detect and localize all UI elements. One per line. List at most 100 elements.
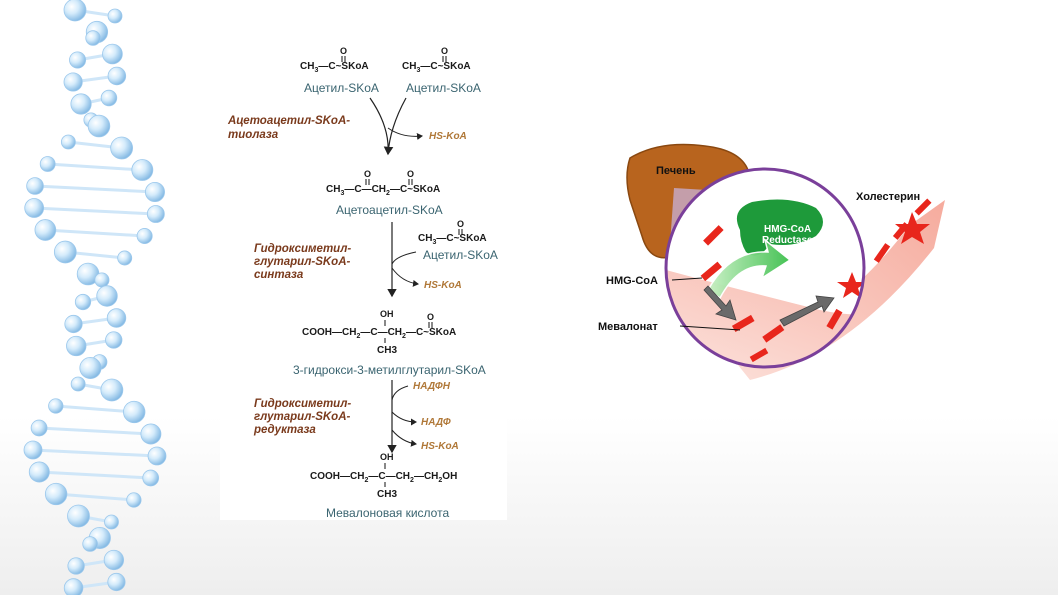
svg-text:CH3—C~SKoA: CH3—C~SKoA (418, 233, 487, 246)
hmg-coa-reductase-enzyme (736, 199, 823, 256)
byproduct-hskoa-2: HS-KoA (424, 280, 462, 291)
dna-node (140, 423, 162, 445)
dna-node (30, 419, 48, 437)
cofactor-nadph: НАДФН (413, 381, 451, 392)
enzyme-synthase-line1: Гидроксиметил- (254, 243, 351, 255)
dna-node (131, 159, 154, 181)
dna-node (104, 514, 119, 530)
dna-node (103, 549, 125, 571)
liver-label: Печень (656, 165, 696, 177)
hmg-scoa: OH COOH—CH2—C—CH2—C~SKoA O CH3 3-гидрокс… (293, 309, 486, 377)
byproduct-hskoa-3: HS-KoA (421, 441, 459, 452)
dna-rung (37, 426, 153, 436)
cholesterol-label: Холестерин (856, 191, 920, 203)
dna-node (26, 177, 44, 195)
dna-node (136, 228, 153, 244)
dna-rung (43, 228, 147, 238)
dna-node (34, 219, 57, 241)
acetyl-scoa-1: CH3—C~SKoA O Ацетил-SKoA (300, 46, 379, 95)
dna-node (60, 134, 76, 150)
hmg-scoa-name: 3-гидрокси-3-метилглутарил-SKoA (293, 363, 486, 377)
enzyme-thiolase-line1: Ацетоацетил-SKoA- (227, 115, 350, 127)
svg-text:OH: OH (380, 309, 394, 319)
dna-node (105, 331, 123, 349)
dna-node (110, 136, 134, 160)
dna-rung (33, 184, 157, 194)
enzyme-synthase-line2: глутарил-SKoA- (254, 256, 350, 268)
enzyme-label-line1: HMG-CoA (764, 224, 811, 235)
enzyme-reductase-line2: глутарил-SKoA- (254, 411, 350, 423)
dna-node (123, 400, 146, 424)
acetyl-scoa-2: CH3—C~SKoA O Ацетил-SKoA (402, 46, 481, 95)
dna-node (144, 181, 165, 203)
dna-node (100, 378, 124, 402)
hmg-coa-label: HMG-CoA (606, 275, 658, 287)
svg-text:OH: OH (380, 452, 394, 462)
mevalonic-acid-name: Мевалоновая кислота (326, 506, 449, 520)
dna-node (82, 536, 98, 552)
dna-node (39, 156, 56, 172)
dna-node (107, 66, 127, 86)
dna-node (107, 572, 126, 592)
dna-node (102, 43, 123, 65)
cholesterol-synthesis-diagram: Печень HMG (598, 143, 945, 380)
svg-text:O: O (407, 169, 414, 179)
enzyme-synthase-line3: синтаза (254, 269, 304, 281)
cholesterol-star (895, 212, 930, 244)
dna-node (24, 198, 45, 218)
dna-node (28, 461, 50, 483)
dna-node (70, 376, 86, 392)
dna-node (106, 308, 127, 328)
cofactor-nadp: НАДФ (421, 417, 451, 428)
acetoacetyl-scoa: CH3—C—CH2—C~SKoA O O Ацетоацетил-SKoA (326, 169, 443, 217)
svg-text:O: O (340, 46, 347, 56)
byproduct-hskoa-1: HS-KoA (429, 131, 467, 142)
dna-node (70, 93, 92, 115)
dna-node (79, 356, 102, 380)
dna-rung (46, 162, 144, 172)
svg-text:COOH—CH2—C—CH2—C~SKoA: COOH—CH2—C—CH2—C~SKoA (302, 327, 456, 340)
dna-node (74, 293, 92, 311)
dna-node (85, 30, 101, 46)
acetyl-scoa-3-name: Ацетил-SKoA (423, 248, 498, 262)
dna-node (96, 285, 118, 307)
svg-text:CH3—C~SKoA: CH3—C~SKoA (402, 61, 471, 74)
dna-node (146, 205, 165, 223)
svg-text:O: O (441, 46, 448, 56)
mevalonate-label: Мевалонат (598, 321, 658, 333)
enzyme-label-line2: Reductase (762, 235, 813, 246)
dna-node (87, 114, 111, 138)
acetyl-scoa-2-name: Ацетил-SKoA (406, 81, 481, 95)
enzyme-thiolase-line2: тиолаза (228, 129, 279, 141)
dna-node (66, 335, 87, 357)
svg-text:COOH—CH2—C—CH2—CH2OH: COOH—CH2—C—CH2—CH2OH (310, 471, 457, 484)
svg-text:CH3: CH3 (377, 345, 397, 356)
enzyme-reductase-line1: Гидроксиметил- (254, 398, 351, 410)
dna-node (23, 440, 43, 460)
svg-text:CH3—C~SKoA: CH3—C~SKoA (300, 61, 369, 74)
dna-rung (32, 206, 158, 216)
dna-node (117, 250, 133, 266)
dna-node (107, 8, 123, 24)
enzyme-reductase-line3: редуктаза (253, 424, 316, 436)
svg-text:CH3: CH3 (377, 489, 397, 500)
dna-rung (54, 492, 136, 502)
dna-node (63, 72, 83, 92)
svg-text:O: O (364, 169, 371, 179)
dna-node (53, 240, 77, 264)
dna-node (142, 469, 160, 487)
svg-text:O: O (457, 219, 464, 229)
svg-text:O: O (427, 312, 434, 322)
dna-rung (37, 470, 153, 480)
dna-node (69, 51, 87, 69)
reductase-action-arrow (707, 238, 792, 300)
svg-text:CH3—C—CH2—C~SKoA: CH3—C—CH2—C~SKoA (326, 184, 440, 197)
molecule-fragments (700, 225, 843, 363)
acetyl-scoa-1-name: Ацетил-SKoA (304, 81, 379, 95)
dna-node (67, 557, 85, 575)
zoom-circle (664, 167, 866, 369)
dna-node (126, 492, 142, 508)
mevalonate-pathway-panel: CH3—C~SKoA O Ацетил-SKoA CH3—C~SKoA O Ац… (220, 32, 507, 520)
dna-node (147, 446, 167, 466)
dna-node (64, 314, 83, 334)
